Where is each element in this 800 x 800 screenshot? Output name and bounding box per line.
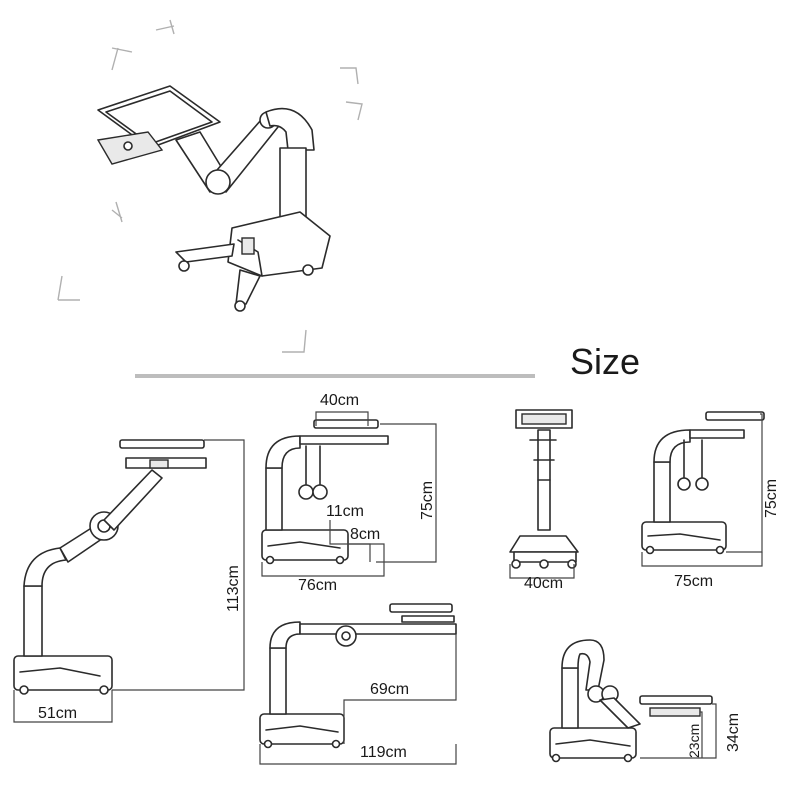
view-tall <box>13 439 245 723</box>
corner-mark-bottom-left <box>57 275 80 301</box>
leg-left <box>175 243 235 263</box>
label-mid-base: 76cm <box>298 577 337 594</box>
label-mid-height: 75cm <box>419 481 436 520</box>
label-front-base: 40cm <box>524 575 563 592</box>
corner-mark-right-2 <box>345 101 363 121</box>
label-mid-top-width: 40cm <box>320 392 359 409</box>
corner-mark-top-left <box>111 47 133 71</box>
label-side-base: 75cm <box>674 573 713 590</box>
base-body <box>227 211 331 277</box>
label-low-tray-height: 23cm <box>686 724 702 758</box>
leg-front <box>235 269 261 305</box>
label-extended-reach: 69cm <box>370 681 409 698</box>
view-low <box>549 639 717 763</box>
corner-mark-top-mid <box>155 19 175 35</box>
label-low-top-height: 34cm <box>725 713 742 752</box>
view-front <box>509 409 579 579</box>
label-mid-arm-gap: 11cm <box>326 503 364 520</box>
perspective-product-view <box>57 19 363 353</box>
corner-mark-left-mid <box>111 201 123 223</box>
view-mid <box>261 411 437 577</box>
corner-mark-bottom-right <box>282 329 307 353</box>
corner-mark-right-1 <box>340 67 359 85</box>
size-title: Size <box>570 341 640 382</box>
label-extended-base: 119cm <box>360 744 407 761</box>
view-side-right <box>641 411 765 567</box>
label-side-height: 75cm <box>763 479 780 518</box>
label-tall-height: 113cm <box>225 565 242 612</box>
label-mid-tray-gap: 8cm <box>350 526 380 543</box>
label-tall-base: 51cm <box>38 705 77 722</box>
view-extended <box>259 603 457 765</box>
